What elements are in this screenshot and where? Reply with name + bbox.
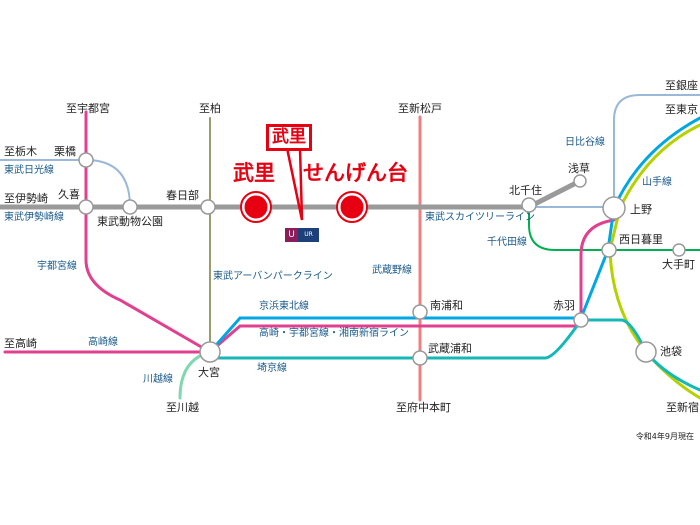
station-kuki[interactable]: 久喜: [58, 188, 80, 201]
nikko-line: [0, 159, 131, 208]
station-sengendai-marker[interactable]: [337, 192, 367, 222]
line-shonan: 高崎・宇都宮線・湘南新宿ライン: [259, 328, 409, 339]
station-ueno[interactable]: 上野: [630, 203, 652, 216]
station-otemachi-marker[interactable]: [672, 243, 686, 257]
dir-fuchu: 至府中本町: [396, 401, 451, 414]
line-hibiya: 日比谷線: [565, 137, 605, 148]
hibiya-line: [528, 94, 700, 208]
station-ueno-marker[interactable]: [602, 196, 626, 220]
station-kurihashi[interactable]: 栗橋: [54, 145, 76, 158]
date-note: 令和4年9月現在: [635, 432, 694, 441]
dir-kawagoe: 至川越: [166, 401, 199, 414]
dir-utsunomiya: 至宇都宮: [66, 102, 110, 115]
dir-ginza: 至銀座: [665, 79, 698, 92]
featured-station-musashi[interactable]: 武里: [233, 161, 275, 185]
line-musashino: 武蔵野線: [372, 265, 412, 276]
station-asakusa[interactable]: 浅草: [568, 162, 590, 175]
line-utsunomiya: 宇都宮線: [37, 261, 77, 272]
station-kuki-marker[interactable]: [78, 199, 94, 215]
station-dobutsu-marker[interactable]: [122, 199, 138, 215]
utsunomiya-line: [3, 110, 212, 354]
chiyoda-line: [528, 206, 700, 251]
station-asakusa-marker[interactable]: [573, 174, 587, 188]
station-ikebukuro-marker[interactable]: [635, 341, 657, 363]
station-musashiurawa-marker[interactable]: [412, 350, 428, 366]
line-nikko: 東武日光線: [4, 165, 54, 176]
station-dobutsu[interactable]: 東武動物公園: [97, 215, 163, 228]
line-isesaki: 東武伊勢崎線: [4, 212, 64, 223]
station-kasukabe[interactable]: 春日部: [166, 189, 199, 202]
station-nishinippori-marker[interactable]: [601, 242, 617, 258]
line-skytree: 東武スカイツリーライン: [425, 212, 535, 223]
line-chiyoda: 千代田線: [487, 237, 527, 248]
station-sengendai-ring: [336, 191, 368, 223]
dir-tochigi: 至栃木: [4, 145, 37, 158]
callout-label: 武里: [266, 124, 312, 151]
station-kasukabe-marker[interactable]: [200, 199, 216, 215]
line-kawagoe: 川越線: [143, 374, 173, 385]
line-saikyo: 埼京線: [257, 363, 287, 374]
ur-logo-text: UR: [298, 228, 319, 242]
station-kitasenju-marker[interactable]: [521, 197, 537, 213]
yamanote-line: [608, 123, 700, 400]
station-ikebukuro[interactable]: 池袋: [660, 345, 682, 358]
station-akabane[interactable]: 赤羽: [553, 299, 575, 312]
station-kurihashi-marker[interactable]: [78, 152, 94, 168]
station-omiya-marker[interactable]: [199, 341, 221, 363]
station-musashi-marker[interactable]: [241, 192, 271, 222]
line-urbanpark: 東武アーバンパークライン: [213, 271, 333, 282]
featured-station-sengendai[interactable]: せんげん台: [303, 161, 408, 185]
dir-tokyo: 至東京: [665, 103, 698, 116]
ur-logo-mark: U: [285, 228, 298, 242]
station-omiya[interactable]: 大宮: [198, 366, 220, 379]
station-minamiurawa[interactable]: 南浦和: [430, 299, 463, 312]
dir-isesaki: 至伊勢崎: [4, 192, 48, 205]
dir-kashiwa: 至柏: [199, 102, 221, 115]
station-kitasenju[interactable]: 北千住: [509, 184, 542, 197]
station-otemachi[interactable]: 大手町: [662, 258, 695, 271]
station-musashi-ring: [240, 191, 272, 223]
dir-shinjuku: 至新宿: [666, 401, 699, 414]
station-minamiurawa-marker[interactable]: [412, 304, 428, 320]
line-takasaki: 高崎線: [88, 337, 118, 348]
line-yamanote: 山手線: [642, 177, 672, 188]
station-akabane-marker[interactable]: [573, 312, 589, 328]
dir-takasaki: 至高崎: [4, 337, 37, 350]
station-nishinippori[interactable]: 西日暮里: [619, 233, 663, 246]
saikyo-line: [208, 318, 700, 392]
station-musashiurawa[interactable]: 武蔵浦和: [428, 342, 472, 355]
line-keihin: 京浜東北線: [259, 301, 309, 312]
dir-shinmatsudo: 至新松戸: [398, 102, 442, 115]
